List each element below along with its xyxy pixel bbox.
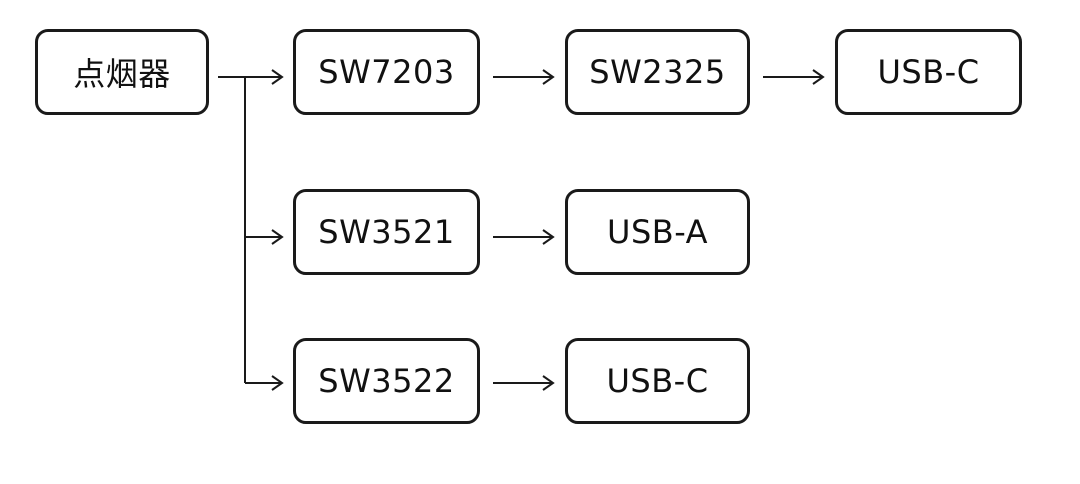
arrowhead-usbc-bottom bbox=[542, 375, 555, 391]
arrowhead-sw3521 bbox=[271, 229, 284, 245]
node-sw3521: SW3521 bbox=[293, 189, 480, 275]
node-label: USB-A bbox=[607, 213, 708, 251]
arrowhead-usbc-top bbox=[812, 69, 825, 85]
node-label: USB-C bbox=[606, 362, 709, 400]
arrowhead-sw3522 bbox=[271, 375, 284, 391]
node-cigarette-lighter: 点烟器 bbox=[35, 29, 209, 115]
node-sw2325: SW2325 bbox=[565, 29, 750, 115]
node-sw3522: SW3522 bbox=[293, 338, 480, 424]
node-label: USB-C bbox=[877, 53, 980, 91]
arrowhead-usba bbox=[542, 229, 555, 245]
node-label: SW3522 bbox=[318, 362, 455, 400]
node-label: SW7203 bbox=[318, 53, 455, 91]
node-label: SW3521 bbox=[318, 213, 455, 251]
node-usb-c-bottom: USB-C bbox=[565, 338, 750, 424]
node-usb-c-top: USB-C bbox=[835, 29, 1022, 115]
node-sw7203: SW7203 bbox=[293, 29, 480, 115]
arrowhead-sw7203 bbox=[271, 69, 284, 85]
node-label: SW2325 bbox=[589, 53, 726, 91]
arrowhead-sw2325 bbox=[542, 69, 555, 85]
node-label: 点烟器 bbox=[73, 55, 171, 93]
node-usb-a: USB-A bbox=[565, 189, 750, 275]
